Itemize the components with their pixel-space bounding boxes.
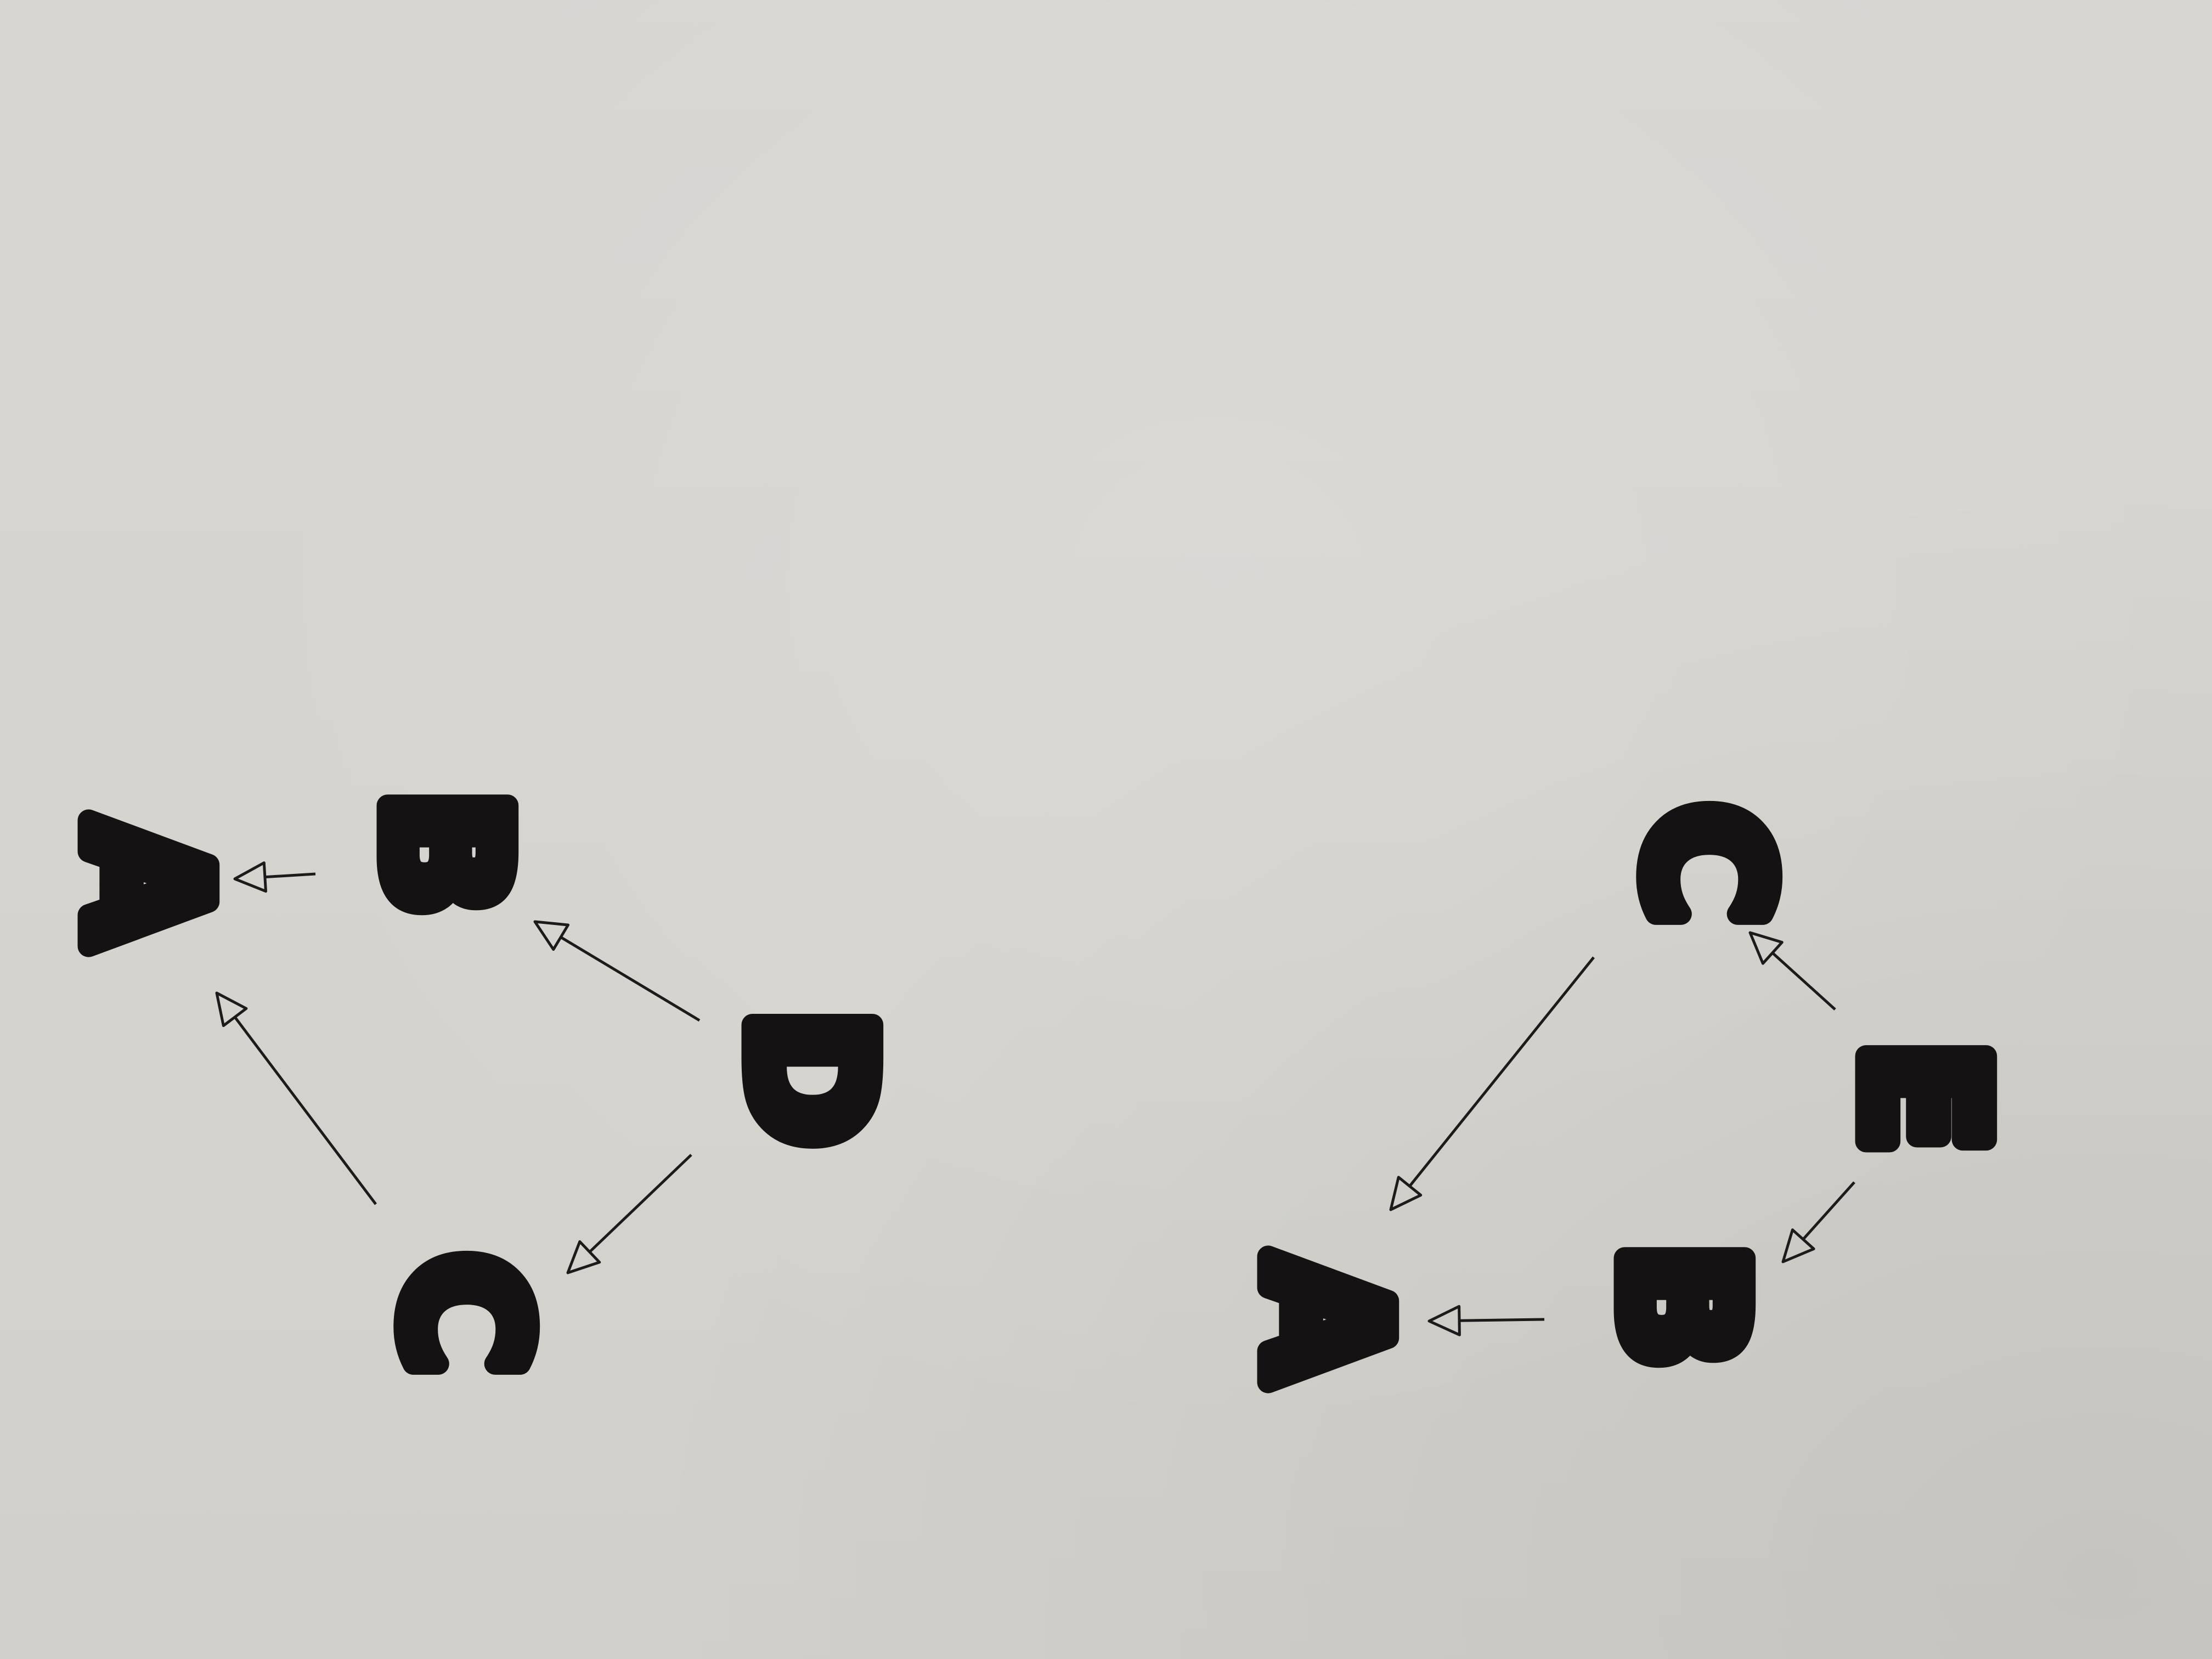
node-label-outline: A	[1229, 1256, 1421, 1384]
edge-line	[1408, 956, 1595, 1187]
node-label: E	[1827, 1041, 2019, 1154]
edge-line	[560, 936, 701, 1022]
node-a: AA	[1218, 1245, 1432, 1395]
node-b: BB	[338, 780, 551, 927]
node-a: AA	[39, 809, 252, 959]
node-label-outline: B	[1586, 1243, 1778, 1369]
node-label-outline: A	[50, 820, 241, 948]
node-label: D	[714, 1009, 905, 1146]
arrowhead-icon	[1389, 1176, 1423, 1211]
arrowhead-icon	[533, 920, 570, 951]
edge-line	[1771, 952, 1836, 1011]
node-label-outline: C	[1611, 804, 1802, 924]
edge-e-to-c	[1748, 931, 1836, 1011]
arrowhead-icon	[1748, 931, 1784, 965]
arrowhead-icon	[215, 991, 248, 1028]
node-label: B	[1586, 1243, 1778, 1369]
edge-line	[1459, 1318, 1545, 1322]
edge-d-to-b	[533, 920, 701, 1022]
edge-d-to-c	[566, 1154, 692, 1274]
edge-b-to-a	[233, 861, 316, 893]
node-label-outline: E	[1827, 1041, 2019, 1154]
node-label-outline: D	[714, 1009, 905, 1146]
edge-b-to-a	[1427, 1305, 1545, 1336]
node-d: DD	[703, 998, 916, 1157]
edge-line	[589, 1154, 692, 1253]
edge-c-to-a	[1389, 956, 1595, 1211]
node-b: BB	[1575, 1232, 1788, 1380]
edge-line	[234, 1016, 377, 1205]
node-label: C	[1611, 804, 1802, 924]
diagram-left: AA BB CC DD	[39, 780, 916, 1385]
edge-c-to-a	[215, 991, 377, 1205]
arrowhead-icon	[1427, 1305, 1461, 1336]
node-e: EE	[1816, 1030, 2030, 1165]
edge-line	[264, 872, 316, 879]
node-label-outline: B	[349, 791, 540, 916]
node-label: C	[368, 1254, 560, 1374]
node-c: CC	[357, 1243, 571, 1385]
node-label: A	[50, 820, 241, 948]
arrowhead-icon	[566, 1240, 601, 1274]
node-c: CC	[1600, 793, 1813, 935]
arrowhead-icon	[1781, 1228, 1815, 1263]
edge-e-to-b	[1781, 1181, 1855, 1263]
node-label: A	[1229, 1256, 1421, 1384]
arrowhead-icon	[233, 861, 267, 893]
edge-line	[1802, 1181, 1855, 1240]
node-label-outline: C	[368, 1254, 560, 1374]
node-label: B	[349, 791, 540, 916]
